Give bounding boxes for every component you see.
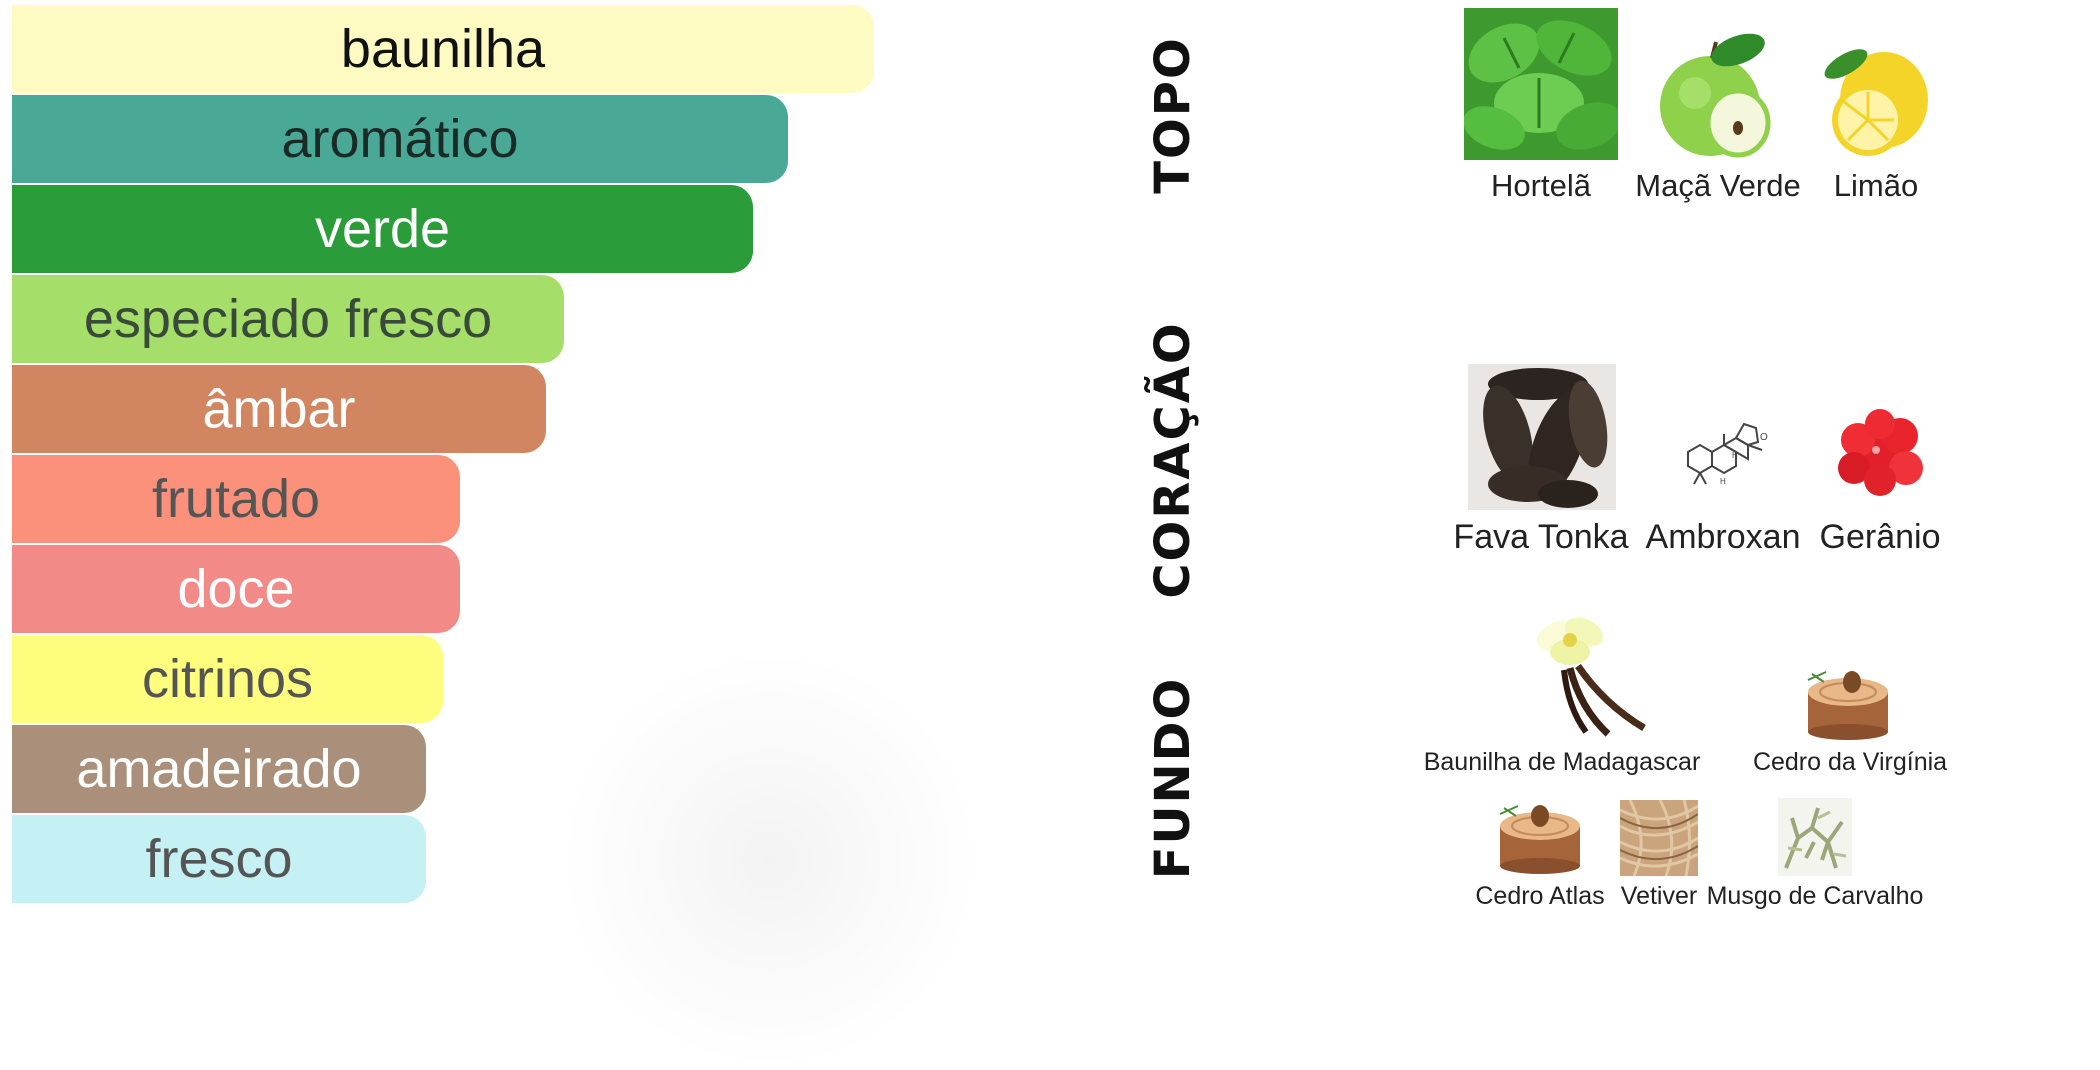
section-label-heart: CORAÇÃO	[1145, 321, 1201, 599]
note-name-vetiver: Vetiver	[1620, 882, 1698, 910]
accord-label: verde	[314, 199, 451, 259]
svg-text:H: H	[1732, 451, 1738, 460]
accord-bar: fresco	[12, 815, 426, 903]
accord-label: baunilha	[340, 19, 546, 79]
note-name-baunilha-de-madagascar: Baunilha de Madagascar	[1423, 748, 1701, 776]
svg-text:H: H	[1720, 477, 1726, 486]
note-name-ambroxan: Ambroxan	[1645, 518, 1801, 556]
accord-bars: baunilha aromático verde especiado fresco âm…	[0, 0, 900, 903]
note-name-maca-verde: Maçã Verde	[1635, 168, 1801, 203]
lemon-image	[1824, 49, 1928, 156]
note-name-fava-tonka: Fava Tonka	[1453, 518, 1629, 556]
green-apple-image	[1660, 33, 1771, 158]
accord-label: especiado fresco	[83, 289, 493, 349]
accord-label: âmbar	[202, 379, 356, 439]
accord-bar: âmbar	[12, 365, 546, 453]
geranium-flower-image	[1838, 409, 1923, 496]
accord-label: frutado	[151, 469, 321, 529]
accord-bar: verde	[12, 185, 753, 273]
vetiver-roots-image	[1620, 800, 1698, 876]
ambroxan-molecule-image: O H H	[1687, 422, 1768, 486]
accord-bar: doce	[12, 545, 460, 633]
accord-label: doce	[177, 559, 295, 619]
section-label-base: FUNDO	[1145, 676, 1201, 880]
accord-bar: baunilha	[12, 5, 874, 93]
accord-bar: citrinos	[12, 635, 443, 723]
note-name-cedro-da-virginia: Cedro da Virgínia	[1752, 748, 1948, 776]
accord-label: fresco	[145, 829, 293, 889]
cedar-stump-image	[1499, 805, 1580, 874]
note-name-geranio: Gerânio	[1819, 518, 1941, 556]
note-name-limao: Limão	[1833, 168, 1919, 203]
tonka-beans-image	[1468, 364, 1616, 510]
accord-bar: especiado fresco	[12, 275, 564, 363]
accord-bar: aromático	[12, 95, 788, 183]
svg-text:O: O	[1760, 432, 1768, 443]
section-label-top: TOPO	[1145, 36, 1201, 194]
oakmoss-image	[1778, 798, 1852, 876]
accord-label: citrinos	[141, 649, 314, 709]
cedar-stump-image	[1807, 671, 1888, 740]
note-name-hortela: Hortelã	[1491, 168, 1591, 203]
accord-bar: frutado	[12, 455, 460, 543]
accord-label: aromático	[281, 109, 519, 169]
accord-bar: amadeirado	[12, 725, 426, 813]
note-name-cedro-atlas: Cedro Atlas	[1475, 882, 1605, 910]
accord-label: amadeirado	[76, 739, 362, 799]
mint-leaves-image	[1464, 8, 1618, 160]
note-name-musgo-de-carvalho: Musgo de Carvalho	[1706, 882, 1924, 910]
vanilla-image	[1536, 617, 1646, 737]
